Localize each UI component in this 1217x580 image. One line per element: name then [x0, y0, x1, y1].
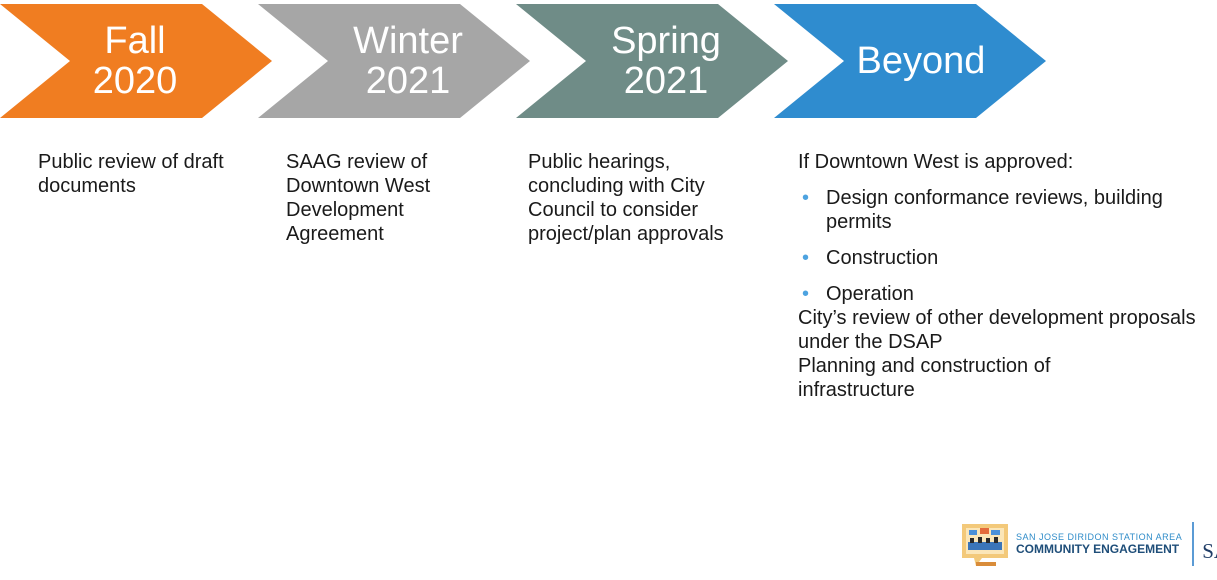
- list-item: • Operation: [798, 282, 1208, 306]
- phase-description-winter: SAAG review of Downtown West Development…: [286, 150, 496, 246]
- phase-description-spring: Public hearings, concluding with City Co…: [528, 150, 768, 246]
- chevron-spring-2021: Spring 2021: [516, 4, 788, 118]
- community-big-text: COMMUNITY ENGAGEMENT: [1016, 542, 1180, 556]
- fall-description-text: Public review of draft documents: [38, 151, 224, 197]
- beyond-paragraph: City’s review of other development propo…: [798, 307, 1196, 353]
- spring-description-text: Public hearings, concluding with City Co…: [528, 151, 724, 245]
- bullet-icon: •: [802, 187, 810, 209]
- bullet-icon: •: [802, 283, 810, 305]
- city-seal-text: SAN JOSE: [1202, 539, 1217, 563]
- bullet-icon: •: [802, 247, 810, 269]
- footer-logos: SAN JOSE DIRIDON STATION AREA COMMUNITY …: [960, 518, 1217, 570]
- community-engagement-logo-text: SAN JOSE DIRIDON STATION AREA COMMUNITY …: [1016, 532, 1182, 556]
- chevron-spring-line1: Spring: [611, 20, 721, 62]
- chevron-fall-line2: 2020: [92, 60, 178, 102]
- beyond-bullet-text: Operation: [826, 283, 914, 305]
- chevron-winter-2021: Winter 2021: [258, 4, 530, 118]
- beyond-bullet-list: • Design conformance reviews, building p…: [798, 186, 1208, 306]
- beyond-bullet-text: Construction: [826, 247, 939, 269]
- chevron-winter-label: Winter 2021: [328, 4, 488, 118]
- chevron-winter-line2: 2021: [365, 60, 451, 102]
- beyond-intro-text: If Downtown West is approved:: [798, 151, 1074, 173]
- city-of-san-jose-seal-icon: SAN JOSE: [1202, 519, 1217, 569]
- list-item: • Construction: [798, 246, 1208, 270]
- phase-description-fall: Public review of draft documents: [38, 150, 238, 198]
- sun-rays-icon: [1202, 519, 1217, 539]
- phase-description-beyond: If Downtown West is approved: • Design c…: [798, 150, 1208, 402]
- chevron-beyond: Beyond: [774, 4, 1046, 118]
- list-item: • Design conformance reviews, building p…: [798, 186, 1206, 234]
- chevron-fall-2020: Fall 2020: [0, 4, 272, 118]
- chevron-fall-line1: Fall: [104, 20, 166, 62]
- chevron-beyond-line1: Beyond: [856, 40, 986, 82]
- logo-divider: [1192, 522, 1195, 566]
- winter-description-text: SAAG review of Downtown West Development…: [286, 151, 431, 245]
- chevron-winter-line1: Winter: [353, 20, 463, 62]
- community-engagement-icon: [962, 524, 1008, 566]
- chevron-spring-line2: 2021: [623, 60, 709, 102]
- beyond-bullet-text: Design conformance reviews, building per…: [826, 187, 1163, 233]
- chevron-beyond-label: Beyond: [838, 4, 1004, 118]
- chevron-fall-label: Fall 2020: [60, 4, 210, 118]
- chevron-spring-label: Spring 2021: [582, 4, 750, 118]
- beyond-paragraph: Planning and construction of infrastruct…: [798, 355, 1051, 401]
- community-small-text: SAN JOSE DIRIDON STATION AREA: [1016, 532, 1183, 542]
